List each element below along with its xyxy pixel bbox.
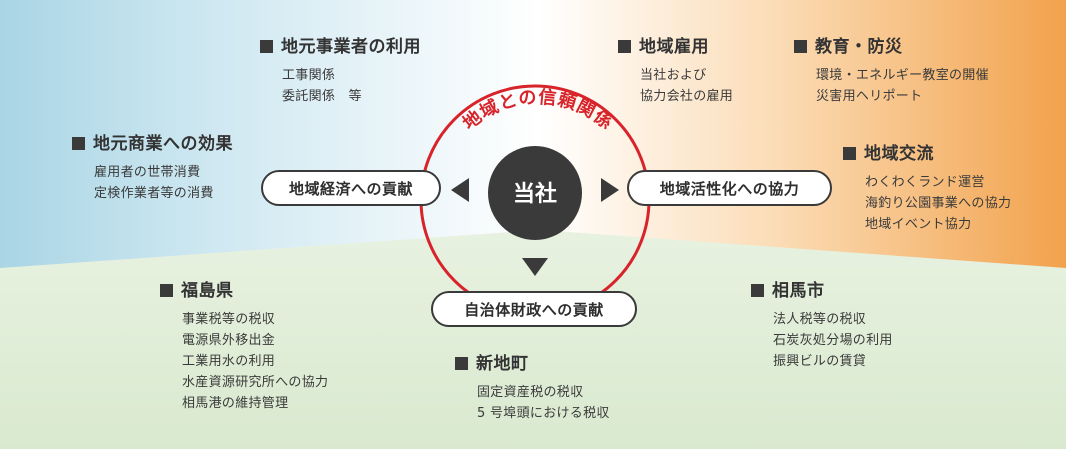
square-bullet-icon — [751, 284, 764, 297]
list-item: 委託関係 等 — [282, 89, 362, 104]
list-item: 固定資産税の税収 — [477, 385, 584, 400]
arrow-down-icon — [522, 258, 548, 276]
list-item: 当社および — [640, 68, 707, 83]
block-soma: 相馬市 法人税等の税収 石炭灰処分場の利用 振興ビルの賃貸 — [751, 276, 893, 372]
ring-text: 地域との信頼関係 — [458, 86, 617, 134]
list-item: 災害用ヘリポート — [816, 89, 923, 104]
list-item: 工業用水の利用 — [182, 354, 276, 369]
square-bullet-icon — [794, 40, 807, 53]
arrow-right-icon — [601, 178, 619, 202]
list-item: 電源県外移出金 — [182, 333, 276, 348]
square-bullet-icon — [260, 40, 273, 53]
list-item: わくわくランド運営 — [865, 175, 985, 190]
block-title: 福島県 — [181, 281, 234, 301]
block-title: 相馬市 — [772, 281, 825, 301]
block-title: 地元事業者の利用 — [281, 37, 421, 57]
list-item: 事業税等の税収 — [182, 312, 276, 327]
square-bullet-icon — [72, 137, 85, 150]
block-title: 新地町 — [476, 354, 529, 374]
arrow-left-icon — [451, 178, 469, 202]
list-item: 振興ビルの賃貸 — [773, 354, 867, 369]
municipal-finance-contribution: 自治体財政への貢献 — [431, 291, 637, 327]
local-economy-contribution: 地域経済への貢献 — [261, 170, 441, 206]
block-local-business: 地元事業者の利用 工事関係 委託関係 等 — [260, 32, 421, 107]
list-item: 雇用者の世帯消費 — [94, 165, 201, 180]
block-fukushima: 福島県 事業税等の税収 電源県外移出金 工業用水の利用 水産資源研究所への協力 … — [160, 276, 328, 414]
block-shinchi: 新地町 固定資産税の税収 5 号埠頭における税収 — [455, 349, 610, 424]
list-item: 地域イベント協力 — [865, 217, 972, 232]
list-item: 石炭灰処分場の利用 — [773, 333, 893, 348]
block-title: 地域交流 — [864, 144, 934, 164]
block-title: 教育・防災 — [815, 37, 903, 57]
square-bullet-icon — [160, 284, 173, 297]
list-item: 相馬港の維持管理 — [182, 396, 289, 411]
list-item: 環境・エネルギー教室の開催 — [816, 68, 989, 83]
regional-activation-cooperation: 地域活性化への協力 — [627, 170, 832, 206]
square-bullet-icon — [618, 40, 631, 53]
list-item: 法人税等の税収 — [773, 312, 867, 327]
list-item: 定検作業者等の消費 — [94, 186, 214, 201]
list-item: 工事関係 — [282, 68, 336, 83]
square-bullet-icon — [455, 357, 468, 370]
block-commerce: 地元商業への効果 雇用者の世帯消費 定検作業者等の消費 — [72, 129, 233, 204]
company-label: 当社 — [513, 181, 557, 207]
list-item: 海釣り公園事業への協力 — [865, 196, 1012, 211]
block-employment: 地域雇用 当社および 協力会社の雇用 — [618, 32, 733, 107]
list-item: 協力会社の雇用 — [640, 89, 734, 104]
block-title: 地元商業への効果 — [93, 134, 233, 154]
block-education: 教育・防災 環境・エネルギー教室の開催 災害用ヘリポート — [794, 32, 989, 107]
list-item: 水産資源研究所への協力 — [182, 375, 329, 390]
square-bullet-icon — [843, 147, 856, 160]
company-circle — [488, 146, 582, 240]
block-exchange: 地域交流 わくわくランド運営 海釣り公園事業への協力 地域イベント協力 — [843, 139, 1011, 235]
list-item: 5 号埠頭における税収 — [477, 406, 610, 421]
block-title: 地域雇用 — [639, 37, 709, 57]
